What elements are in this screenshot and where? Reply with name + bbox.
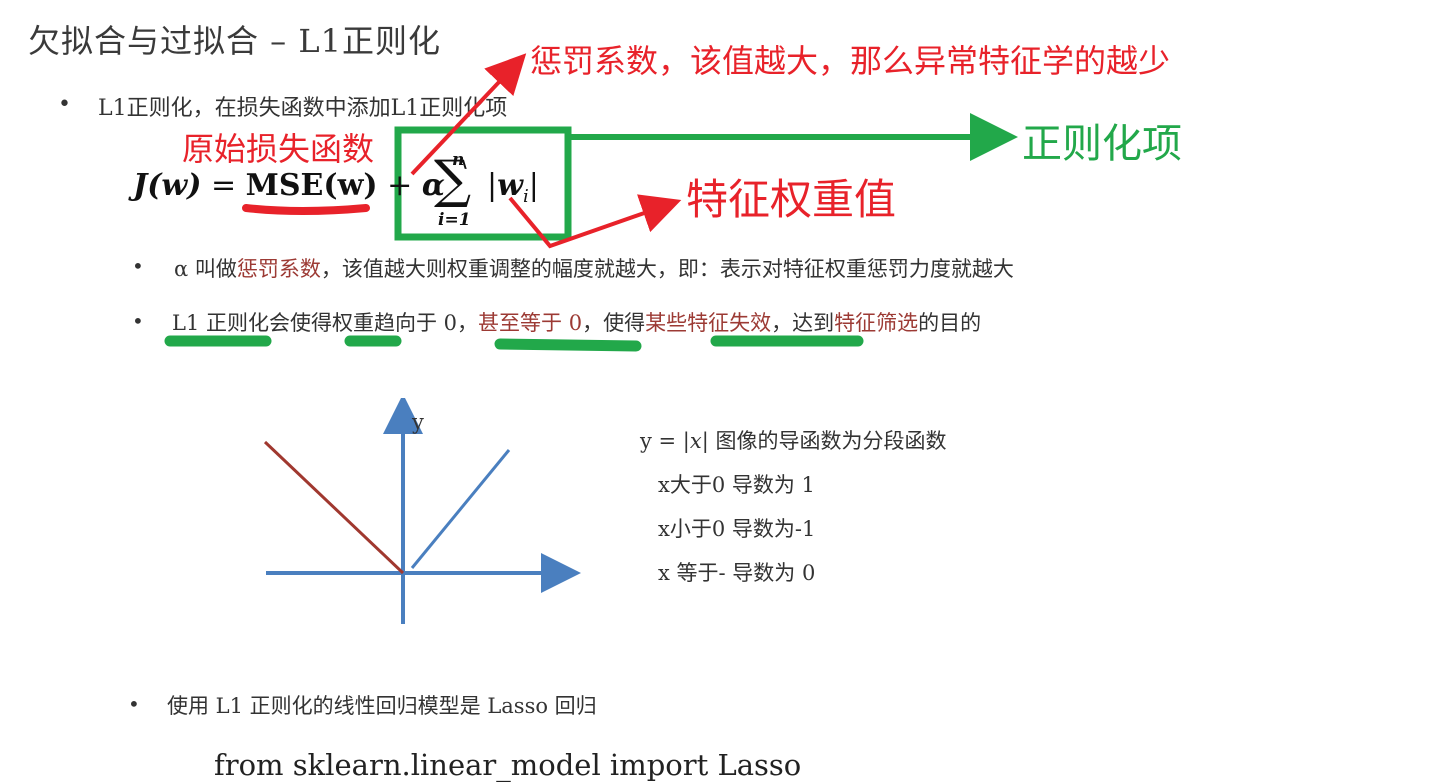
lasso-bullet: 使用 L1 正则化的线性回归模型是 Lasso 回归 (167, 694, 597, 718)
weight-arrow (508, 194, 682, 249)
derivative-suffix: | 图像的导函数为分段函数 (701, 429, 947, 453)
formula-eq: = (201, 168, 246, 203)
annotation-penalty: 惩罚系数，该值越大，那么异常特征学的越少 (530, 42, 1171, 80)
alpha-prefix: α 叫做 (174, 257, 237, 281)
l1-p3: ，达到 (771, 311, 835, 335)
formula-mse: MSE(w) (245, 168, 378, 203)
mse-underline (242, 204, 370, 215)
bullet-l1-intro: L1正则化，在损失函数中添加L1正则化项 (98, 96, 508, 121)
annotation-feature-weight: 特征权重值 (686, 175, 897, 224)
derivative-negative: x小于0 导数为-1 (658, 517, 816, 541)
derivative-prefix: y = | (640, 429, 690, 453)
left-branch (263, 440, 405, 575)
abs-close: | (528, 168, 539, 203)
bullet-dot: • (128, 692, 140, 716)
l1-effect-description: L1 正则化会使得权重趋向于 0，甚至等于 0，使得某些特征失效，达到特征筛选的… (172, 307, 981, 337)
bullet-dot: • (132, 254, 144, 278)
abs-open: | (487, 168, 498, 203)
alpha-description: α 叫做惩罚系数，该值越大则权重调整的幅度就越大，即：表示对特征权重惩罚力度就越… (174, 253, 1014, 283)
right-branch (410, 449, 511, 569)
l1-h2: 某些特征失效 (645, 311, 772, 335)
formula-lhs: J(w) (133, 168, 202, 203)
l1-p2: ，使得 (582, 311, 646, 335)
page-title: 欠拟合与过拟合 – L1正则化 (28, 22, 441, 60)
derivative-zero: x 等于- 导数为 0 (658, 561, 816, 585)
code-import-lasso: from sklearn.linear_model import Lasso (214, 748, 802, 782)
abs-weight: |wi| (487, 168, 539, 207)
derivative-positive: x大于0 导数为 1 (658, 473, 815, 497)
weight-sub: i (522, 186, 529, 207)
l1-p4: 的目的 (918, 311, 982, 335)
alpha-suffix: ，该值越大则权重调整的幅度就越大，即：表示对特征权重惩罚力度就越大 (320, 257, 1014, 281)
derivative-x: x (689, 429, 702, 453)
underline-zero (494, 338, 642, 352)
reg-term-box (394, 126, 572, 241)
abs-function-graph (263, 398, 581, 624)
l1-h1: 甚至等于 0 (478, 311, 583, 335)
penalty-arrow (410, 53, 527, 176)
bullet-dot: • (132, 309, 144, 333)
formula-plus: + (377, 168, 422, 203)
sum-lower: i=1 (438, 210, 471, 230)
bullet-dot: • (58, 92, 71, 117)
derivative-title: y = |x| 图像的导函数为分段函数 (640, 425, 946, 455)
y-axis-label: y (412, 410, 424, 434)
weight-w: w (497, 168, 523, 203)
l1-p1: L1 正则化会使得权重趋向于 0， (172, 311, 479, 335)
loss-formula: J(w) = MSE(w) + α (133, 168, 445, 203)
alpha-highlight: 惩罚系数 (236, 257, 321, 281)
formula-alpha: α (421, 168, 445, 203)
sum-symbol: ∑ (434, 150, 472, 210)
sum-upper: n (452, 150, 465, 170)
l1-h3: 特征筛选 (834, 311, 919, 335)
annotation-reg-term: 正则化项 (1022, 121, 1182, 167)
annotation-original-loss: 原始损失函数 (182, 130, 375, 168)
